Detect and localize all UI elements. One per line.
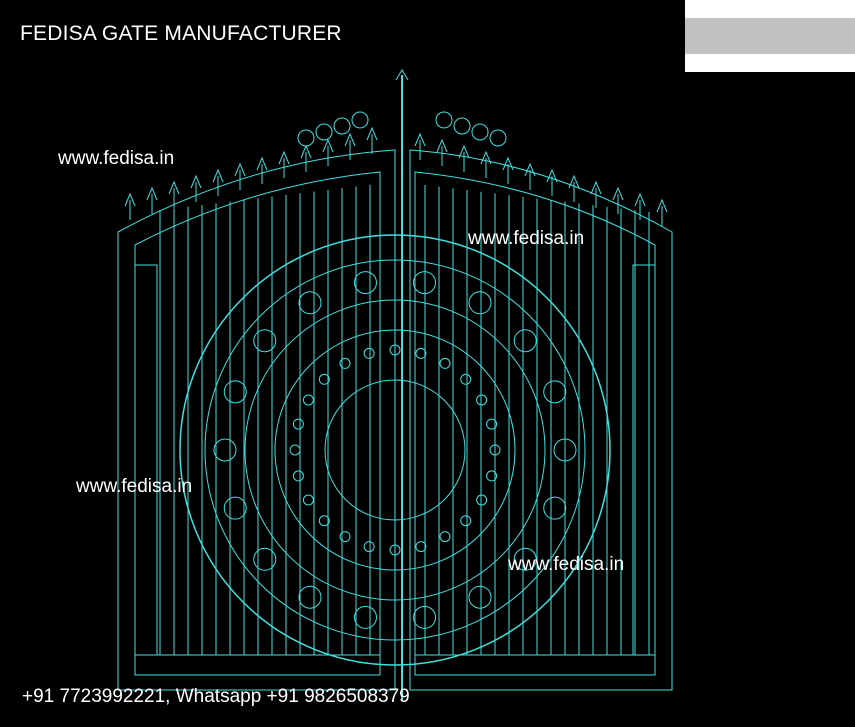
finial: [256, 156, 268, 184]
scroll-ornament: [513, 547, 537, 571]
scroll-ornament: [298, 585, 322, 609]
gray-band: [685, 18, 855, 54]
scroll-ornament: [213, 438, 237, 462]
ring-dot: [339, 357, 351, 369]
crest-scroll: [297, 129, 315, 147]
scroll-ornament: [223, 496, 247, 520]
finial: [436, 138, 448, 166]
scroll-ornament: [413, 271, 437, 295]
finial: [656, 198, 668, 226]
finial: [366, 126, 378, 154]
ring-dot: [289, 444, 301, 456]
finial: [524, 162, 536, 190]
scroll-ornament: [513, 329, 537, 353]
right-bottom-border: [414, 654, 656, 676]
finial: [212, 168, 224, 196]
scroll-ornament: [543, 496, 567, 520]
left-side-border: [134, 264, 158, 656]
ring-dot: [389, 544, 401, 556]
scroll-ornament: [468, 585, 492, 609]
ring-dot: [489, 444, 501, 456]
crest-scroll: [471, 123, 489, 141]
ring-dot: [363, 347, 375, 359]
center-finial: [395, 69, 409, 81]
finial: [278, 150, 290, 178]
ring-dot: [415, 541, 427, 553]
watermark-1: www.fedisa.in: [58, 148, 175, 169]
scroll-ornament: [223, 380, 247, 404]
watermark-3: www.fedisa.in: [76, 476, 193, 497]
ring-dot: [439, 357, 451, 369]
ring-dot: [363, 541, 375, 553]
scroll-ornament: [468, 291, 492, 315]
ring-dot: [476, 494, 488, 506]
finial: [300, 144, 312, 172]
ring-dot: [439, 531, 451, 543]
crest-scroll: [351, 111, 369, 129]
ring-dot: [415, 347, 427, 359]
finial: [458, 144, 470, 172]
ring-dot: [318, 515, 330, 527]
finial: [568, 174, 580, 202]
ring-dot: [339, 531, 351, 543]
page-title: FEDISA GATE MANUFACTURER: [20, 22, 342, 45]
medallion-ring: [204, 259, 586, 641]
finial: [234, 162, 246, 190]
ring-dot: [302, 494, 314, 506]
right-inner-frame: [414, 171, 656, 676]
ring-dot: [292, 418, 304, 430]
finial: [190, 174, 202, 202]
medallion-ring: [244, 299, 546, 601]
corner-panel: [685, 0, 855, 72]
scroll-ornament: [413, 605, 437, 629]
crest-scroll: [435, 111, 453, 129]
scroll-ornament: [543, 380, 567, 404]
crest-scroll: [489, 129, 507, 147]
scroll-ornament: [253, 547, 277, 571]
crest-scroll: [453, 117, 471, 135]
scroll-ornament: [353, 271, 377, 295]
right-leaf-frame: [409, 149, 673, 691]
finial: [414, 132, 426, 160]
watermark-4: www.fedisa.in: [508, 554, 625, 575]
ring-dot: [460, 515, 472, 527]
scroll-ornament: [353, 605, 377, 629]
finial: [590, 180, 602, 208]
scroll-ornament: [298, 291, 322, 315]
ring-dot: [486, 418, 498, 430]
ring-dot: [486, 470, 498, 482]
ring-dot: [460, 373, 472, 385]
ring-dot: [292, 470, 304, 482]
watermark-2: www.fedisa.in: [468, 228, 585, 249]
finial: [344, 132, 356, 160]
finial: [502, 156, 514, 184]
contact-text: +91 7723992221, Whatsapp +91 9826508379: [22, 686, 410, 707]
medallion-ring: [324, 379, 466, 521]
left-leaf-frame: [117, 149, 396, 691]
ring-dot: [318, 373, 330, 385]
ring-dot: [389, 344, 401, 356]
finial: [322, 138, 334, 166]
finial: [146, 186, 158, 214]
right-side-border: [632, 264, 656, 656]
medallion-ring: [179, 234, 611, 666]
finial: [124, 192, 136, 220]
scroll-ornament: [553, 438, 577, 462]
ring-dot: [476, 394, 488, 406]
finial: [168, 180, 180, 208]
finial: [634, 192, 646, 220]
finial: [480, 150, 492, 178]
medallion-ring: [274, 329, 516, 571]
finial: [546, 168, 558, 196]
finial: [612, 186, 624, 214]
crest-scroll: [333, 117, 351, 135]
crest-scroll: [315, 123, 333, 141]
left-inner-frame: [134, 171, 381, 676]
ring-dot: [302, 394, 314, 406]
scroll-ornament: [253, 329, 277, 353]
